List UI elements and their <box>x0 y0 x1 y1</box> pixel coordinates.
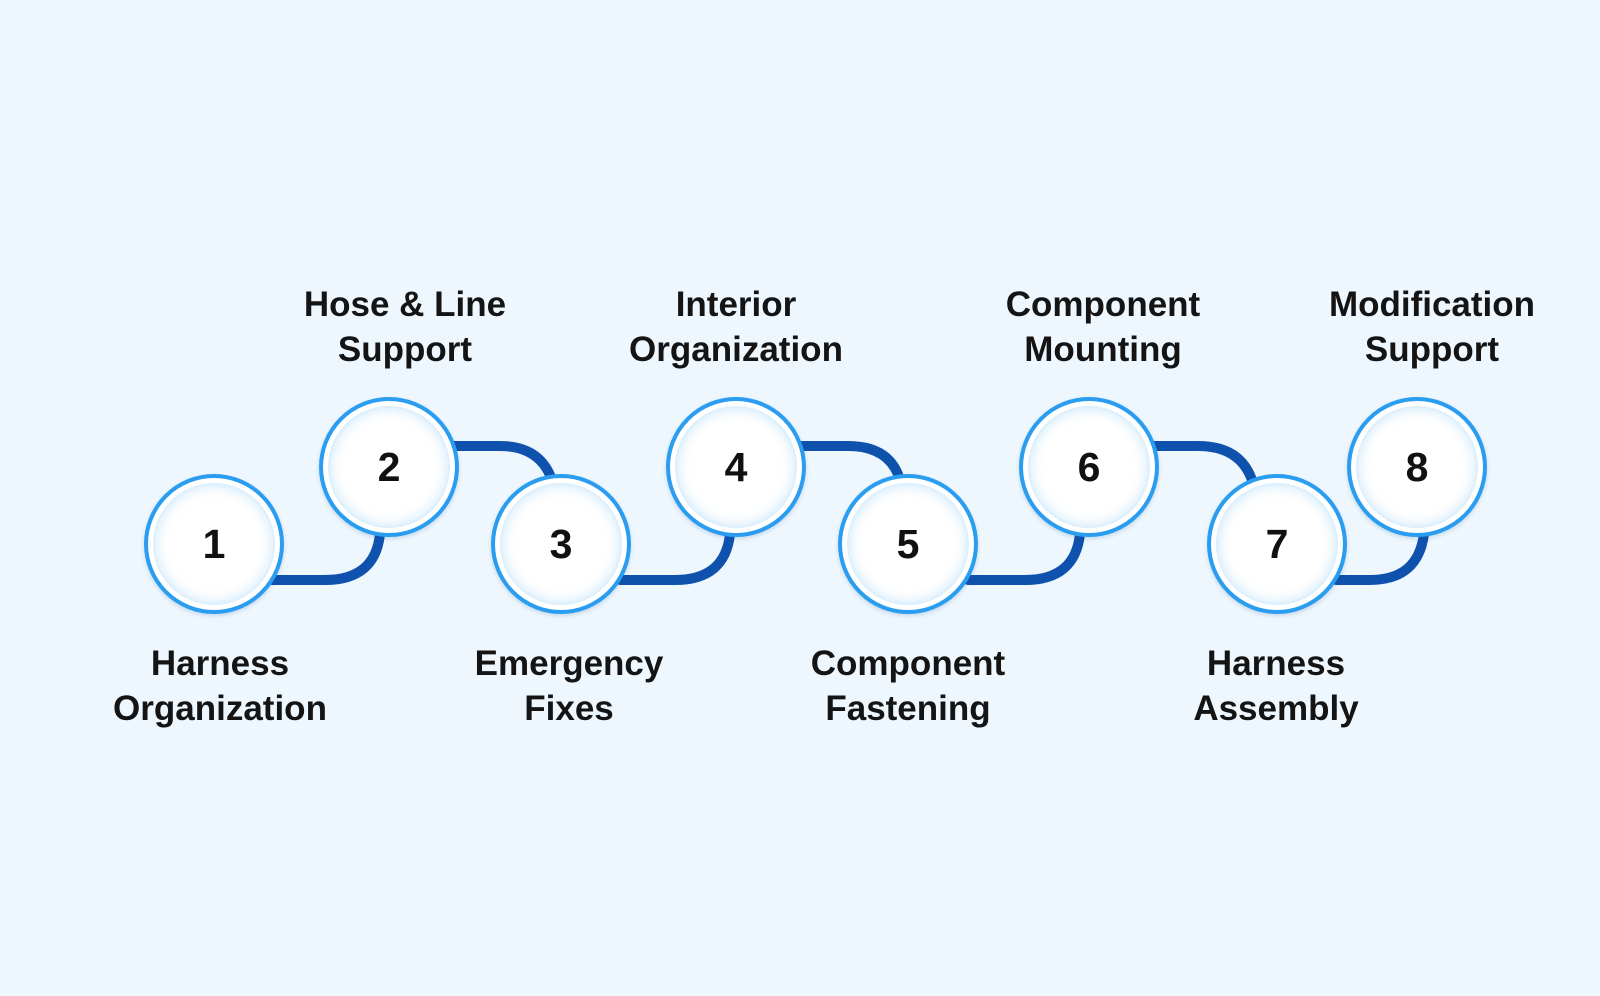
step-node-5: 5 <box>838 474 978 614</box>
step-label-8: Modification Support <box>1292 282 1572 372</box>
step-number: 2 <box>377 443 401 490</box>
step-number: 3 <box>549 520 573 567</box>
step-label-3: Emergency Fixes <box>429 641 709 731</box>
step-node-4: 4 <box>666 397 806 537</box>
step-label-line: Fastening <box>825 689 991 728</box>
step-label-line: Fixes <box>524 689 614 728</box>
step-label-line: Harness <box>1206 644 1346 683</box>
step-label-2: Hose & Line Support <box>265 282 545 372</box>
step-label-5: Component Fastening <box>768 641 1048 731</box>
step-label-line: Organization <box>113 689 327 728</box>
connector-6-7 <box>1143 441 1257 485</box>
step-number: 6 <box>1077 443 1101 490</box>
connector-7-8 <box>1331 529 1429 585</box>
step-label-line: Modification <box>1328 285 1536 324</box>
connector-5-6 <box>963 529 1085 585</box>
connector-3-4 <box>615 529 735 585</box>
step-number: 4 <box>724 443 748 490</box>
step-label-line: Mounting <box>1024 330 1182 369</box>
step-label-line: Emergency <box>474 644 664 683</box>
step-label-line: Interior <box>675 285 797 324</box>
step-node-1: 1 <box>144 474 284 614</box>
step-number: 5 <box>896 520 920 567</box>
step-node-3: 3 <box>491 474 631 614</box>
step-node-7: 7 <box>1207 474 1347 614</box>
step-label-line: Component <box>1005 285 1201 324</box>
step-label-line: Support <box>337 330 473 369</box>
step-label-line: Hose & Line <box>303 285 507 324</box>
connector-1-2 <box>267 529 385 585</box>
step-label-line: Assembly <box>1193 689 1359 728</box>
step-label-7: Harness Assembly <box>1136 641 1416 731</box>
connector-2-3 <box>447 441 557 485</box>
step-number: 8 <box>1405 443 1429 490</box>
step-number: 7 <box>1265 520 1289 567</box>
step-label-1: Harness Organization <box>80 641 360 731</box>
step-label-4: Interior Organization <box>596 282 876 372</box>
step-label-line: Component <box>810 644 1006 683</box>
connector-4-5 <box>793 441 905 485</box>
step-label-6: Component Mounting <box>963 282 1243 372</box>
step-label-line: Harness <box>150 644 290 683</box>
step-label-line: Organization <box>629 330 843 369</box>
step-node-8: 8 <box>1347 397 1487 537</box>
step-node-2: 2 <box>319 397 459 537</box>
step-node-6: 6 <box>1019 397 1159 537</box>
step-number: 1 <box>202 520 226 567</box>
step-label-line: Support <box>1364 330 1500 369</box>
